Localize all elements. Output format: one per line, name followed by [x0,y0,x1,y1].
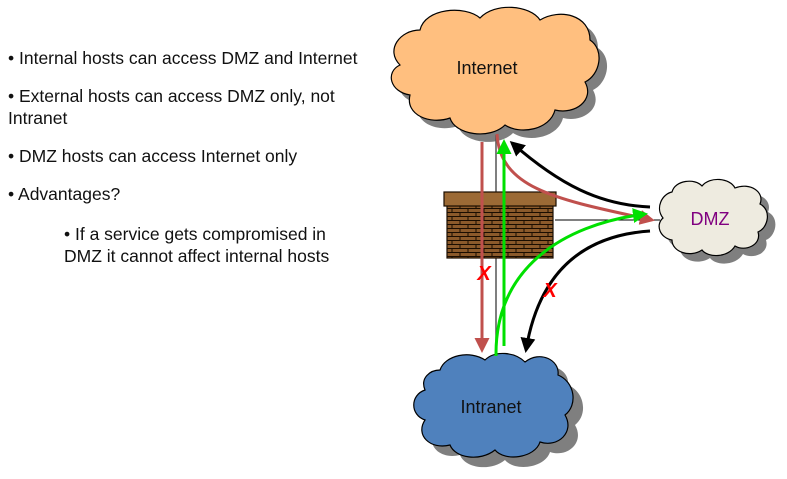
dmz-label: DMZ [691,209,730,229]
intranet-to-dmz-arrow [494,208,648,357]
blocked-dmz-intranet-mark: X [542,280,558,302]
bullet-dmz-hosts: • DMZ hosts can access Internet only [8,146,298,166]
dmz-to-intranet-arrow [520,229,651,353]
firewall-icon [443,191,557,259]
internet-cloud: Internet [390,6,608,142]
dmz-cloud: DMZ [658,178,776,264]
blocked-internet-intranet-mark: X [476,263,492,285]
intranet-label: Intranet [460,397,521,417]
internet-label: Internet [456,58,517,78]
dmz-to-internet-arrow [509,141,651,209]
bullet-list: • Internal hosts can access DMZ and Inte… [8,47,358,283]
bullet-advantages: • Advantages? [8,184,121,204]
bullet-advantage-detail: • If a service gets compromised in DMZ i… [64,224,330,266]
intranet-cloud: Intranet [413,352,584,468]
bullet-external-hosts: • External hosts can access DMZ only, no… [8,86,335,128]
bullet-internal-hosts: • Internal hosts can access DMZ and Inte… [8,48,358,68]
